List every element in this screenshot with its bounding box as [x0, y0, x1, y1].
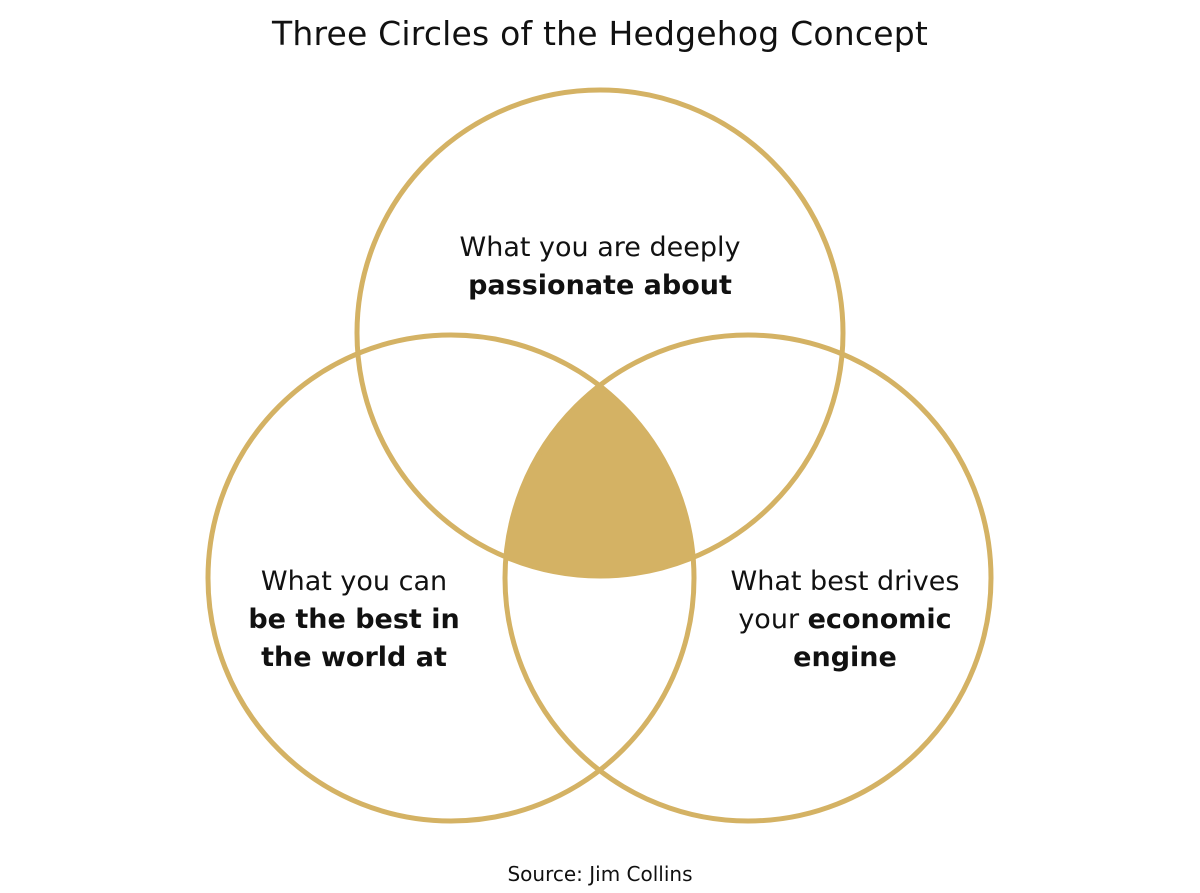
circle-best-line3: the world at — [261, 642, 447, 673]
circle-passion-line2: passionate about — [468, 270, 732, 301]
circle-best-line2: be the best in — [248, 604, 460, 635]
circle-passion — [354, 87, 846, 579]
circle-economic-label: What best drives your economic engine — [695, 563, 995, 677]
circle-passion-label: What you are deeply passionate about — [400, 229, 800, 305]
source-caption: Source: Jim Collins — [507, 862, 693, 886]
circle-best-in-world — [205, 332, 697, 824]
circle-best-label: What you can be the best in the world at — [204, 563, 504, 677]
circle-best-line1: What you can — [260, 566, 448, 597]
circle-passion-line1: What you are deeply — [459, 232, 741, 263]
circle-economic-line3: engine — [793, 642, 897, 673]
circle-economic-engine — [502, 332, 994, 824]
diagram-title: Three Circles of the Hedgehog Concept — [271, 14, 929, 53]
circle-economic-line1: What best drives — [730, 566, 960, 597]
circle-economic-line2-plain: your — [738, 604, 808, 635]
circle-economic-line2: your economic — [695, 601, 995, 639]
center-intersection — [505, 335, 694, 576]
circle-economic-line2-bold: economic — [807, 604, 952, 635]
